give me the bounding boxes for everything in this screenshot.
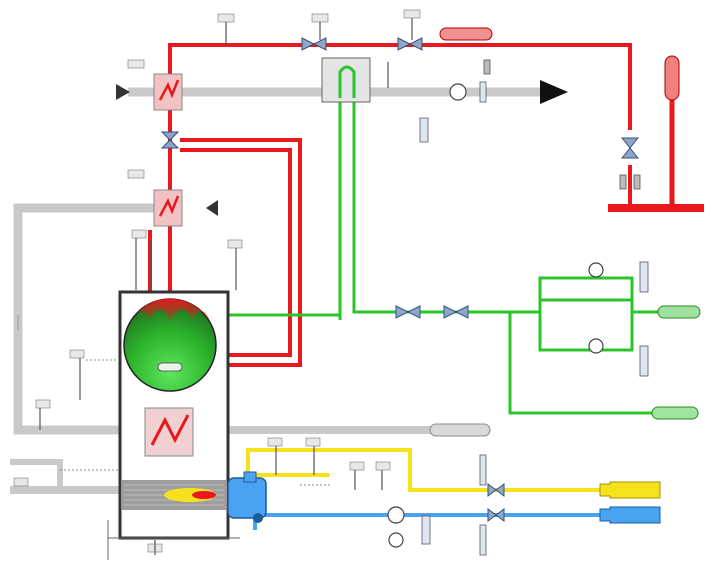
sensor-stems bbox=[39, 18, 413, 555]
blower-icon[interactable] bbox=[227, 471, 267, 523]
gauge-icon bbox=[419, 81, 649, 556]
hot-outlet[interactable] bbox=[439, 27, 493, 41]
signal-lines bbox=[60, 359, 330, 486]
heating-loop-lines bbox=[220, 70, 660, 415]
valve-icon[interactable] bbox=[160, 37, 640, 522]
heat-exchanger-icon[interactable] bbox=[321, 57, 371, 103]
chimney-arrow-icon bbox=[540, 80, 568, 104]
tank-icon[interactable] bbox=[123, 298, 217, 392]
heat-exchanger-icon[interactable] bbox=[153, 73, 183, 111]
blue-outlet[interactable] bbox=[599, 506, 661, 524]
green-outlet-lower[interactable] bbox=[651, 406, 699, 420]
fuel-gas-lines bbox=[246, 448, 600, 495]
pump-icon[interactable] bbox=[387, 83, 604, 548]
inlet-arrow-icon bbox=[206, 200, 218, 216]
burner-icon[interactable] bbox=[122, 480, 226, 510]
inlet-arrow-icon bbox=[116, 84, 130, 100]
heat-exchanger-icon[interactable] bbox=[144, 407, 194, 457]
grey-outlet[interactable] bbox=[429, 423, 491, 437]
green-outlet-upper[interactable] bbox=[657, 305, 701, 319]
yellow-outlet[interactable] bbox=[599, 481, 661, 499]
heat-exchanger-icon[interactable] bbox=[153, 189, 183, 227]
expansion-tank bbox=[664, 55, 680, 101]
instrument-tags bbox=[13, 9, 421, 553]
relief-valve-icon[interactable] bbox=[483, 59, 641, 190]
